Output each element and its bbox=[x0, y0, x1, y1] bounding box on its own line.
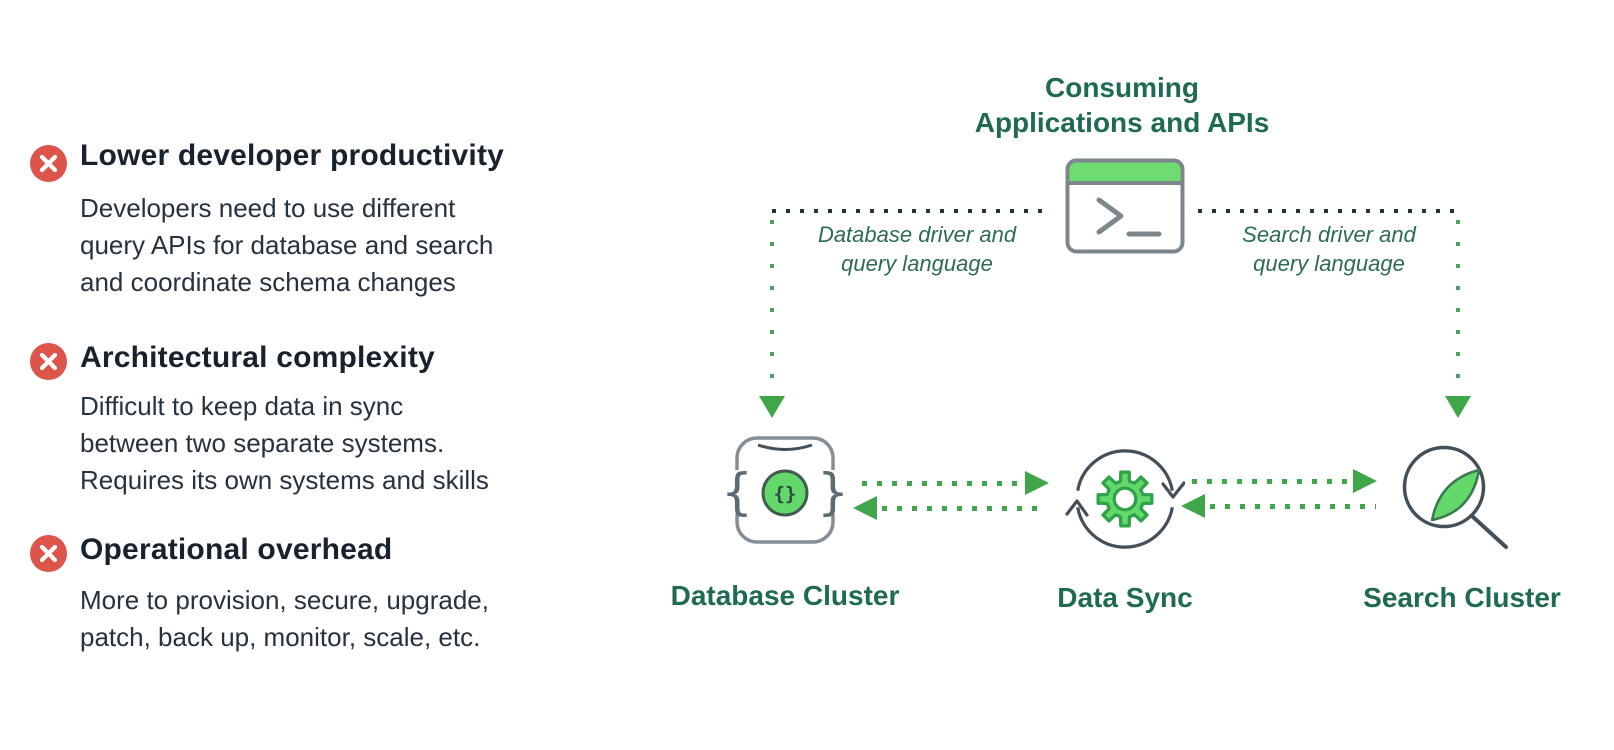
arrowhead-down-search bbox=[1445, 396, 1471, 418]
svg-text:}: } bbox=[817, 463, 846, 521]
arrowhead-to-search bbox=[1353, 469, 1377, 493]
dotted-line-search-to-sync bbox=[1210, 504, 1376, 509]
arrowhead-to-sync-from-search bbox=[1181, 494, 1205, 518]
pain-point-list: Lower developer productivity Developers … bbox=[0, 0, 620, 750]
edge-label-search-driver: Search driver and query language bbox=[1242, 222, 1416, 276]
x-circle-icon bbox=[30, 145, 67, 182]
search-cluster-icon bbox=[1402, 445, 1508, 549]
gear-glyph bbox=[1096, 470, 1154, 528]
db-braces-glyph: {} bbox=[774, 483, 797, 505]
svg-text:{: { bbox=[722, 463, 753, 521]
dotted-line-sync-to-db bbox=[882, 506, 1047, 511]
data-sync-icon bbox=[1065, 449, 1185, 549]
node-label-search-cluster: Search Cluster bbox=[1363, 582, 1561, 613]
pain-point-title: Operational overhead bbox=[80, 533, 393, 566]
dotted-line-down-database bbox=[770, 220, 774, 396]
dotted-line-db-to-sync bbox=[862, 481, 1022, 486]
pain-point-title: Architectural complexity bbox=[80, 341, 435, 374]
pain-point-body: Developers need to use different query A… bbox=[80, 193, 494, 297]
edge-label-database-driver: Database driver and query language bbox=[817, 222, 1017, 276]
x-circle-icon bbox=[30, 535, 67, 572]
diagram-title: Consuming Applications and APIs bbox=[974, 72, 1270, 138]
database-cluster-icon: { } {} bbox=[722, 436, 846, 544]
dotted-line-app-to-left bbox=[772, 209, 1044, 213]
arrowhead-down-database bbox=[759, 396, 785, 418]
pain-point-title: Lower developer productivity bbox=[80, 139, 505, 172]
pain-point-body: More to provision, secure, upgrade, patc… bbox=[80, 585, 489, 652]
pain-point-body: Difficult to keep data in sync between t… bbox=[80, 391, 489, 495]
x-circle-icon bbox=[30, 343, 67, 380]
dotted-line-down-search bbox=[1456, 220, 1460, 396]
node-label-data-sync: Data Sync bbox=[1057, 582, 1193, 613]
terminal-icon bbox=[1065, 158, 1185, 254]
arrowhead-to-sync bbox=[1025, 471, 1049, 495]
dotted-line-sync-to-search bbox=[1192, 479, 1352, 484]
dotted-line-app-to-right bbox=[1198, 209, 1460, 213]
node-label-database-cluster: Database Cluster bbox=[670, 580, 900, 611]
arrowhead-to-db bbox=[853, 496, 877, 520]
